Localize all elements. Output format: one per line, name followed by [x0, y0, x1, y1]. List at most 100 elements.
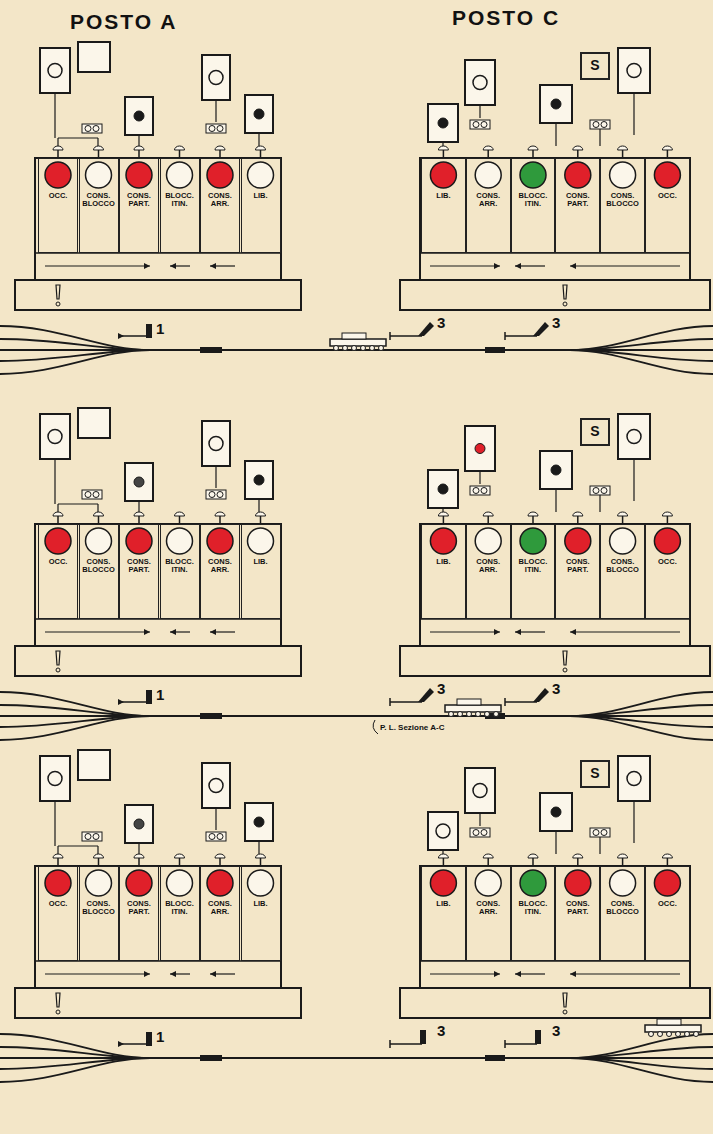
lamp-button-cell: BLOCC. ITIN. — [160, 524, 200, 619]
signal-post — [389, 332, 391, 340]
arrow-head — [170, 629, 176, 635]
signal-number: 3 — [437, 314, 445, 331]
vehicle-body — [330, 339, 386, 346]
push-button — [215, 512, 225, 516]
indicator-stem — [442, 508, 443, 512]
insulated-joint — [200, 713, 222, 719]
double-indicator-disc — [601, 830, 607, 836]
signal-post — [504, 332, 506, 340]
signal-arm — [418, 322, 434, 336]
panel-text: BLOCC. ITIN. — [161, 192, 199, 209]
control-panel — [420, 158, 690, 280]
indicator-stem — [97, 846, 98, 854]
repeater-window — [40, 756, 70, 801]
section-label: P. L. Sezione A-C — [380, 723, 444, 732]
indicator-dot — [254, 475, 264, 485]
lamp — [45, 162, 71, 188]
button-stem — [532, 858, 534, 866]
vehicle-wheel — [379, 346, 384, 351]
lamp — [86, 870, 112, 896]
button-stem — [532, 150, 534, 158]
station-heading: POSTO C — [452, 6, 560, 30]
double-indicator — [82, 832, 102, 841]
repeater-window — [125, 805, 153, 843]
double-indicator-disc — [473, 830, 479, 836]
repeater-window — [40, 414, 70, 459]
lever-symbol-dot — [563, 302, 567, 306]
repeater-window — [540, 85, 572, 123]
signal-post — [389, 1040, 391, 1048]
vehicle-wheel — [370, 346, 375, 351]
signal-arm — [418, 688, 434, 702]
track — [0, 715, 713, 717]
lamp — [654, 528, 680, 554]
panel-text: CONS. PART. — [120, 558, 158, 575]
repeater-window — [428, 104, 458, 142]
panel-text: CONS. PART. — [120, 192, 158, 209]
panel-group — [0, 42, 713, 374]
indicator-stem — [479, 471, 480, 484]
lamp — [126, 162, 152, 188]
panel-base — [15, 988, 301, 1018]
double-indicator — [590, 120, 610, 129]
indicator-stem — [54, 801, 55, 833]
double-indicator — [82, 124, 102, 133]
lever-symbol — [56, 285, 60, 299]
double-indicator-disc — [217, 834, 223, 840]
indicator-stem — [599, 837, 600, 854]
vehicle-wheel — [694, 1032, 699, 1037]
push-button — [438, 854, 448, 858]
panel-text: OCC. — [39, 192, 77, 200]
lamp — [610, 870, 636, 896]
push-button — [438, 146, 448, 150]
push-button — [134, 512, 144, 516]
double-indicator-disc — [85, 492, 91, 498]
button-stem — [219, 858, 221, 866]
arrow-head — [515, 263, 521, 269]
panel-text: CONS. PART. — [120, 900, 158, 917]
lamp-button-cell: CONS. BLOCCO — [600, 866, 645, 961]
arrow-head — [515, 629, 521, 635]
repeater-window — [125, 97, 153, 135]
lamp-button-cell: OCC. — [38, 524, 78, 619]
repeater-window — [78, 42, 110, 72]
button-stem — [532, 516, 534, 524]
lamp — [248, 162, 274, 188]
panel-text: OCC. — [646, 558, 689, 566]
lever-symbol-dot — [563, 668, 567, 672]
arrow-head — [570, 263, 576, 269]
indicator-stem — [258, 133, 259, 146]
lamp — [654, 870, 680, 896]
vehicle-wheel — [343, 346, 348, 351]
switch-track — [0, 339, 150, 350]
indicator-stem — [97, 138, 98, 146]
arrow-head — [210, 629, 216, 635]
lamp — [475, 162, 501, 188]
lamp-button-cell: CONS. PART. — [555, 866, 600, 961]
arrow-head — [210, 263, 216, 269]
switch-track — [0, 716, 150, 740]
lamp-button-cell: BLOCC. ITIN. — [160, 866, 200, 961]
lamp — [520, 870, 546, 896]
lamp-button-cell: CONS. BLOCCO — [79, 158, 119, 253]
indicator-stem — [54, 491, 55, 504]
signal-number: 3 — [552, 314, 560, 331]
lamp-button-cell: BLOCC. ITIN. — [511, 524, 556, 619]
repeater-window — [618, 414, 650, 459]
arrow-head — [118, 333, 124, 339]
direction-arrow — [570, 265, 680, 266]
repeater-window — [540, 451, 572, 489]
lamp-button-cell: CONS. PART. — [119, 158, 159, 253]
track — [0, 1057, 713, 1059]
push-button — [618, 854, 628, 858]
panel-text: CONS. PART. — [556, 900, 599, 917]
panel-text: BLOCC. ITIN. — [512, 558, 555, 575]
lamp-button-cell: CONS. BLOCCO — [79, 524, 119, 619]
label-bracket — [373, 720, 378, 734]
lamp — [86, 528, 112, 554]
indicator-stem — [97, 504, 98, 512]
double-indicator — [590, 486, 610, 495]
arrow-head — [170, 971, 176, 977]
signal-number: 1 — [156, 320, 164, 337]
arrow-head — [494, 629, 500, 635]
